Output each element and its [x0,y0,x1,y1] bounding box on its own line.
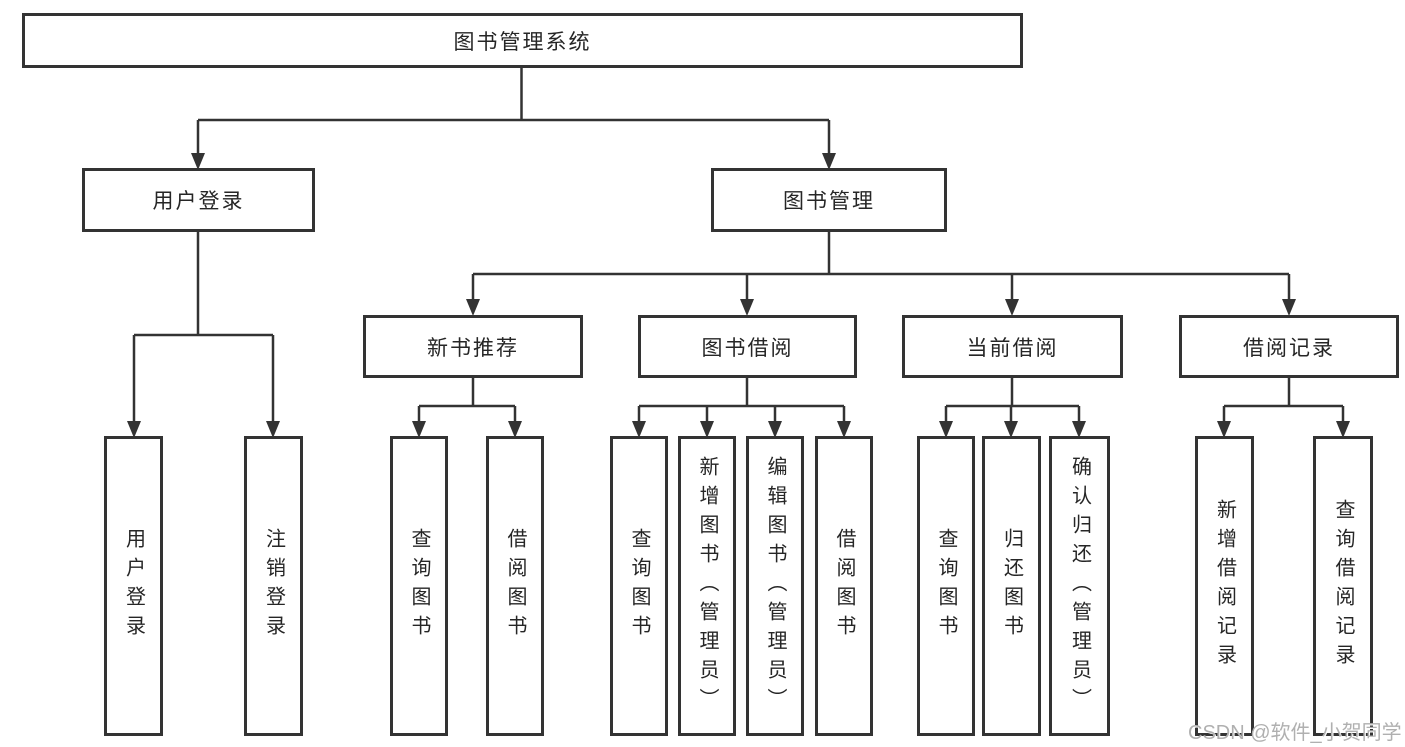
leaf-label: 新增图书（管理员） [696,455,718,717]
node-label: 图书管理系统 [453,30,592,54]
leaf-label: 确认归还（管理员） [1068,455,1091,717]
leaf-query-books-borrowing: 查询图书 [610,436,668,736]
connector-book-borrowing [632,378,851,438]
leaf-label: 用户登录 [122,528,145,644]
node-label: 用户登录 [152,190,245,213]
leaf-return-books: 归还图书 [982,436,1041,736]
leaf-label: 借阅图书 [504,528,526,644]
leaf-label: 注销登录 [262,528,285,644]
node-label: 图书管理 [783,190,875,213]
node-new-book-recommendation: 新书推荐 [363,315,583,378]
leaf-add-books-admin: 新增图书（管理员） [678,436,736,736]
leaf-label: 新增借阅记录 [1213,499,1236,673]
leaf-label: 查询图书 [628,528,650,644]
connector-current-borrowing [939,378,1086,438]
node-label: 图书借阅 [701,336,794,360]
leaf-label: 归还图书 [1000,528,1023,644]
node-book-borrowing: 图书借阅 [638,315,857,378]
leaf-label: 查询图书 [935,528,957,644]
connector-borrowing-records [1217,378,1350,438]
node-book-management: 图书管理 [711,168,947,232]
node-current-borrowing: 当前借阅 [902,315,1123,378]
leaf-logout: 注销登录 [244,436,303,736]
leaf-user-login: 用户登录 [104,436,163,736]
node-library-management-system: 图书管理系统 [22,13,1023,68]
node-user-login: 用户登录 [82,168,315,232]
node-label: 新书推荐 [427,336,519,360]
leaf-borrow-books-recommend: 借阅图书 [486,436,544,736]
leaf-label: 查询借阅记录 [1332,499,1354,673]
leaf-query-books-recommend: 查询图书 [390,436,448,736]
leaf-label: 借阅图书 [833,528,855,644]
connector-root [191,68,836,170]
leaf-query-books-current: 查询图书 [917,436,975,736]
node-label: 当前借阅 [966,336,1059,360]
leaf-edit-books-admin: 编辑图书（管理员） [746,436,804,736]
leaf-query-borrow-record: 查询借阅记录 [1313,436,1373,736]
connector-new-book-recommendation [412,378,522,438]
csdn-watermark: CSDN @软件_小贺同学 [1188,722,1402,744]
leaf-label: 编辑图书（管理员） [764,455,786,717]
leaf-label: 查询图书 [408,528,430,644]
connector-user-login [127,232,280,438]
connector-book-management [466,232,1296,316]
node-borrowing-records: 借阅记录 [1179,315,1399,378]
leaf-borrow-books: 借阅图书 [815,436,873,736]
leaf-add-borrow-record: 新增借阅记录 [1195,436,1254,736]
node-label: 借阅记录 [1243,336,1335,360]
leaf-confirm-return-admin: 确认归还（管理员） [1049,436,1110,736]
